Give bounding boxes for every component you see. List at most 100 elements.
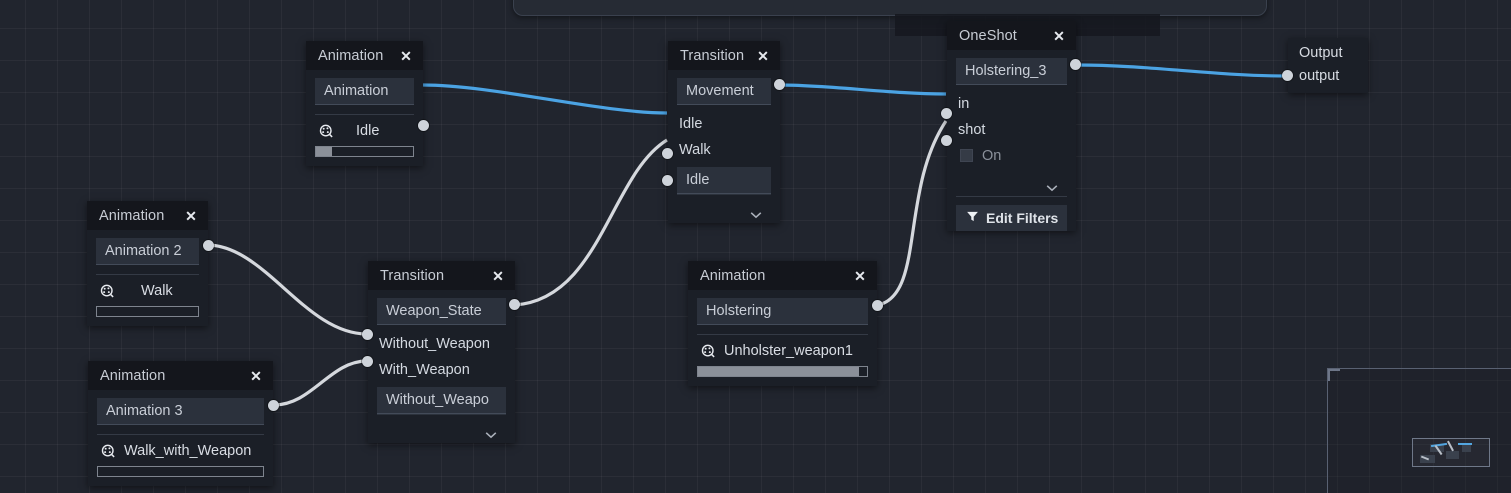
input-row-without-weapon: Without_Weapon [377, 331, 506, 357]
node-animation-walk-with-weapon[interactable]: Animation ✕ Animation 3 Walk_with_Weapon [88, 361, 279, 486]
state-dropdown[interactable] [377, 414, 506, 443]
close-icon[interactable]: ✕ [854, 267, 866, 284]
output-port-label: output [1299, 68, 1340, 84]
minimap-edge [1458, 443, 1472, 445]
playback-progress-bar[interactable] [697, 366, 868, 377]
node-name-field[interactable]: Holstering_3 [956, 58, 1067, 85]
palette-icon [701, 344, 716, 359]
playback-progress-bar[interactable] [315, 146, 414, 157]
oneshot-dropdown[interactable] [956, 168, 1067, 196]
animation-clip-row[interactable]: Idle [315, 115, 414, 146]
divider [97, 434, 264, 435]
input-port-walk[interactable] [662, 175, 673, 186]
output-port[interactable] [774, 79, 785, 90]
node-title-bar[interactable]: OneShot ✕ [947, 21, 1076, 50]
edge-animation2-to-without-weapon [206, 243, 368, 336]
node-type-label: Animation [99, 207, 165, 224]
clip-name-label: Idle [356, 123, 380, 139]
edge-weaponstate-to-movement-walk [513, 138, 668, 307]
divider [96, 274, 199, 275]
graph-minimap[interactable] [1327, 368, 1511, 493]
node-title-bar[interactable]: Animation ✕ [88, 361, 273, 390]
output-port[interactable] [1070, 59, 1081, 70]
input-port-without-weapon[interactable] [362, 329, 373, 340]
output-port[interactable] [268, 400, 279, 411]
edge-holstering-to-oneshot-shot [877, 120, 948, 307]
funnel-icon [966, 210, 979, 226]
palette-icon [101, 444, 116, 459]
close-icon[interactable]: ✕ [492, 267, 504, 284]
minimap-node [1446, 451, 1459, 459]
node-title-bar[interactable]: Transition ✕ [368, 261, 515, 290]
node-output[interactable]: Output output [1282, 38, 1368, 93]
output-port[interactable] [418, 120, 429, 131]
divider [315, 114, 414, 115]
node-oneshot[interactable]: OneShot ✕ Holstering_3 in shot On [941, 21, 1081, 231]
node-name-field[interactable]: Animation [315, 78, 414, 105]
output-port[interactable] [872, 300, 883, 311]
divider [956, 196, 1067, 197]
playback-progress-bar[interactable] [97, 466, 264, 477]
clip-name-label: Walk [141, 283, 173, 299]
node-name-field[interactable]: Animation 2 [96, 238, 199, 265]
minimap-corner-marker [1328, 369, 1340, 381]
input-row-with-weapon: With_Weapon [377, 357, 506, 383]
close-icon[interactable]: ✕ [400, 47, 412, 64]
node-type-label: Animation [318, 47, 384, 64]
clip-name-label: Walk_with_Weapon [124, 443, 252, 459]
node-animation-holstering[interactable]: Animation ✕ Holstering Unholster_weapon1 [688, 261, 883, 386]
top-toolbar-panel[interactable] [513, 0, 1267, 16]
close-icon[interactable]: ✕ [185, 207, 197, 224]
close-icon[interactable]: ✕ [250, 367, 262, 384]
node-title-bar[interactable]: Animation ✕ [688, 261, 877, 290]
on-checkbox-label: On [982, 147, 1002, 164]
selected-state-field[interactable]: Without_Weapo [377, 387, 506, 414]
state-dropdown[interactable] [677, 194, 771, 223]
node-title-bar[interactable]: Transition ✕ [668, 41, 780, 70]
node-animation-idle[interactable]: Animation ✕ Animation Idle [306, 41, 429, 166]
node-transition-movement[interactable]: Transition ✕ Movement Idle Walk Idle [662, 41, 785, 223]
output-port[interactable] [203, 240, 214, 251]
checkbox-icon[interactable] [960, 149, 973, 162]
input-row-shot: shot [956, 117, 1067, 143]
clip-name-label: Unholster_weapon1 [724, 343, 853, 359]
input-port-label-without-weapon: Without_Weapon [379, 336, 490, 352]
edge-oneshot-to-output [1075, 63, 1288, 78]
node-transition-weapon-state[interactable]: Transition ✕ Weapon_State Without_Weapon… [362, 261, 520, 443]
chevron-down-icon [485, 426, 497, 438]
node-type-label: OneShot [959, 27, 1017, 44]
animation-clip-row[interactable]: Walk_with_Weapon [97, 435, 264, 466]
minimap-viewport[interactable] [1412, 438, 1490, 467]
node-animation-walk[interactable]: Animation ✕ Animation 2 Walk [87, 201, 214, 326]
node-name-field[interactable]: Weapon_State [377, 298, 506, 325]
close-icon[interactable]: ✕ [757, 47, 769, 64]
playback-progress-bar[interactable] [96, 306, 199, 317]
divider [697, 334, 868, 335]
input-port-output[interactable] [1282, 70, 1293, 81]
node-type-label: Animation [100, 367, 166, 384]
animation-clip-row[interactable]: Walk [96, 275, 199, 306]
input-port-label-walk: Walk [679, 142, 711, 158]
edit-filters-button[interactable]: Edit Filters [956, 205, 1067, 231]
node-name-field[interactable]: Holstering [697, 298, 868, 325]
node-type-label: Transition [680, 47, 745, 64]
selected-state-field[interactable]: Idle [677, 167, 771, 194]
input-port-idle[interactable] [662, 148, 673, 159]
node-type-label: Animation [700, 267, 766, 284]
chevron-down-icon [1046, 179, 1058, 191]
on-checkbox-row[interactable]: On [956, 143, 1067, 168]
node-title-bar[interactable]: Animation ✕ [87, 201, 208, 230]
animation-clip-row[interactable]: Unholster_weapon1 [697, 335, 868, 366]
input-port-shot[interactable] [941, 135, 952, 146]
input-port-in[interactable] [941, 108, 952, 119]
node-name-field[interactable]: Movement [677, 78, 771, 105]
input-port-with-weapon[interactable] [362, 356, 373, 367]
node-title-bar[interactable]: Animation ✕ [306, 41, 423, 70]
node-name-field[interactable]: Animation 3 [97, 398, 264, 425]
minimap-edge [1447, 440, 1454, 452]
close-icon[interactable]: ✕ [1053, 27, 1065, 44]
output-title-label: Output [1299, 45, 1343, 61]
edge-movement-to-oneshot-in [779, 83, 947, 96]
output-port[interactable] [509, 299, 520, 310]
